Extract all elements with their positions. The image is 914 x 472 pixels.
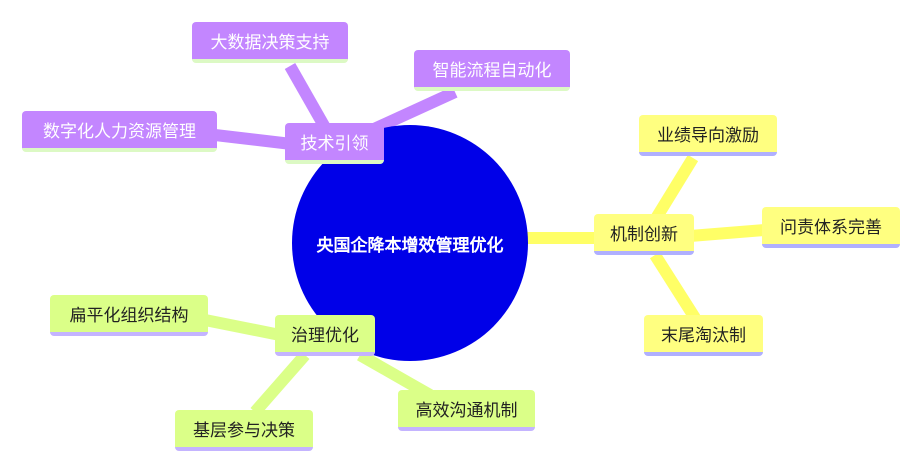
topic-automation[interactable]: 智能流程自动化 (414, 50, 570, 91)
topic-label: 末尾淘汰制 (661, 326, 746, 346)
topic-flat-org[interactable]: 扁平化组织结构 (50, 295, 208, 336)
topic-elimination[interactable]: 末尾淘汰制 (644, 315, 763, 356)
topic-label: 业绩导向激励 (657, 126, 759, 146)
branch-tech[interactable]: 技术引领 (285, 123, 384, 164)
topic-bigdata[interactable]: 大数据决策支持 (192, 22, 348, 63)
topic-performance[interactable]: 业绩导向激励 (639, 115, 777, 156)
branch-governance[interactable]: 治理优化 (275, 315, 375, 356)
branch-label: 技术引领 (300, 134, 369, 154)
topic-label: 扁平化组织结构 (69, 306, 189, 326)
branch-label: 机制创新 (610, 225, 678, 245)
topic-label: 数字化人力资源管理 (43, 122, 196, 142)
topic-label: 高效沟通机制 (415, 401, 518, 421)
central-topic-label: 央国企降本增效管理优化 (316, 235, 504, 256)
topic-accountability[interactable]: 问责体系完善 (762, 207, 900, 248)
edge-gov-comm (357, 349, 433, 401)
edge-gov-flat (203, 314, 287, 342)
topic-label: 问责体系完善 (780, 218, 882, 238)
topic-hr[interactable]: 数字化人力资源管理 (22, 111, 217, 152)
edge-mech-perf (649, 154, 699, 224)
edge-gov-grassroots (250, 351, 310, 416)
topic-label: 基层参与决策 (193, 421, 295, 441)
topic-label: 大数据决策支持 (210, 33, 330, 53)
edge-mech-account (689, 224, 766, 242)
topic-label: 智能流程自动化 (432, 61, 552, 81)
edge-mech-elim (649, 251, 701, 322)
branch-label: 治理优化 (291, 326, 359, 346)
topic-grassroots[interactable]: 基层参与决策 (175, 410, 313, 451)
topic-communication[interactable]: 高效沟通机制 (398, 390, 535, 431)
branch-mechanism[interactable]: 机制创新 (594, 214, 694, 255)
